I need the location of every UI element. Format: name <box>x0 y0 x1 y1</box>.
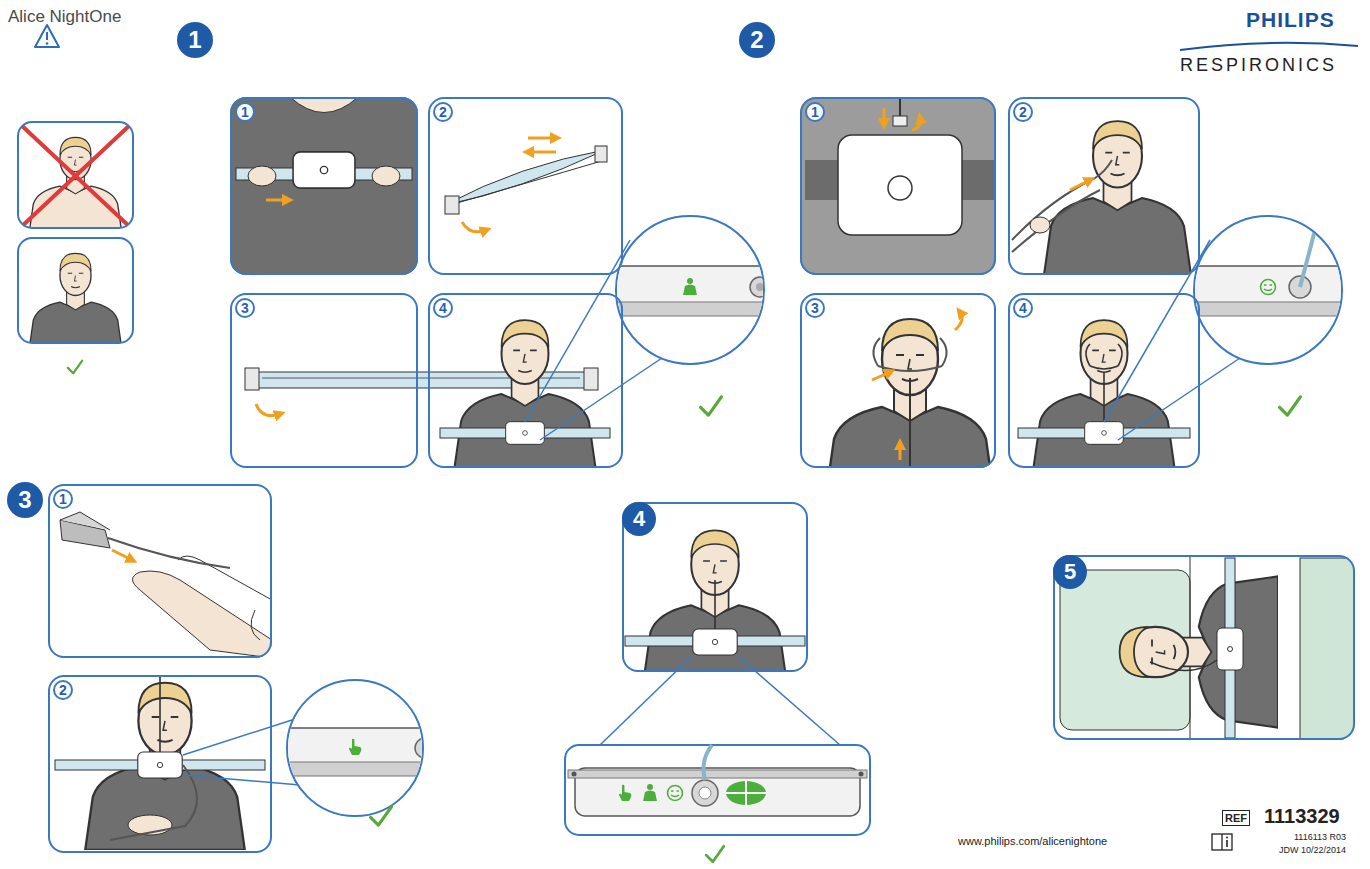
step-panel: 5 <box>1053 555 1355 740</box>
cannula-fit-art <box>826 312 994 468</box>
document-date: JDW 10/22/2014 <box>1256 845 1346 855</box>
zoom-status-1 <box>525 216 790 440</box>
cannula-connect-art <box>800 97 996 275</box>
instruction-panel: 1 <box>800 97 996 275</box>
step-number: 4 <box>622 502 656 536</box>
manual-icon <box>1212 834 1232 850</box>
status-check-art <box>625 530 805 672</box>
step-number: 5 <box>1053 555 1087 589</box>
instruction-panel: 2 <box>428 97 623 275</box>
ref-symbol: REF <box>1222 810 1250 826</box>
oximeter-worn-art <box>55 675 265 850</box>
instruction-panel: 2 <box>1008 97 1200 275</box>
page-title: Alice NightOne <box>8 7 121 27</box>
instruction-panel: 2 <box>48 675 272 853</box>
reference-number: 1113329 <box>1264 805 1340 828</box>
belt-worn-art <box>440 320 610 468</box>
callout-number: 4 <box>1013 298 1033 318</box>
zoom-status-4 <box>565 656 870 862</box>
instruction-panel: 3 <box>800 293 996 468</box>
zoom-status-2 <box>1104 210 1368 440</box>
callout-number: 2 <box>1013 102 1033 122</box>
callout-number: 4 <box>433 298 453 318</box>
instruction-panel: 1 <box>230 97 418 275</box>
step-number: 2 <box>739 22 775 58</box>
callout-number: 1 <box>805 102 825 122</box>
callout-number: 2 <box>53 680 73 700</box>
cannula-worn-art <box>1018 320 1190 468</box>
instruction-panel: 1 <box>48 484 272 658</box>
step-number: 1 <box>177 22 213 58</box>
callout-number: 3 <box>235 298 255 318</box>
instruction-panel: 4 <box>1008 293 1200 468</box>
step-number: 3 <box>7 482 43 518</box>
document-number: 1116113 R03 <box>1256 832 1346 842</box>
instruction-panel: 4 <box>428 293 623 468</box>
step-panel: 4 <box>622 502 808 672</box>
callout-number: 2 <box>433 102 453 122</box>
zoom-status-3 <box>183 680 450 825</box>
sleeping-art <box>1053 555 1355 740</box>
web-address: www.philips.com/alicenightone <box>958 835 1107 847</box>
instruction-panel: 3 <box>230 293 418 468</box>
strap-front-art <box>230 97 418 275</box>
cannula-tubing-art <box>1012 121 1191 275</box>
brand-name: PHILIPS <box>1246 8 1335 32</box>
logo-swoosh <box>1180 43 1358 50</box>
callout-number: 3 <box>805 298 825 318</box>
brand-subname: RESPIRONICS <box>1180 55 1337 76</box>
callout-number: 1 <box>53 489 73 509</box>
callout-number: 1 <box>235 102 255 122</box>
strap-adjust-art <box>445 138 607 232</box>
warning-group <box>18 25 133 373</box>
finger-sensor-art <box>60 512 272 658</box>
